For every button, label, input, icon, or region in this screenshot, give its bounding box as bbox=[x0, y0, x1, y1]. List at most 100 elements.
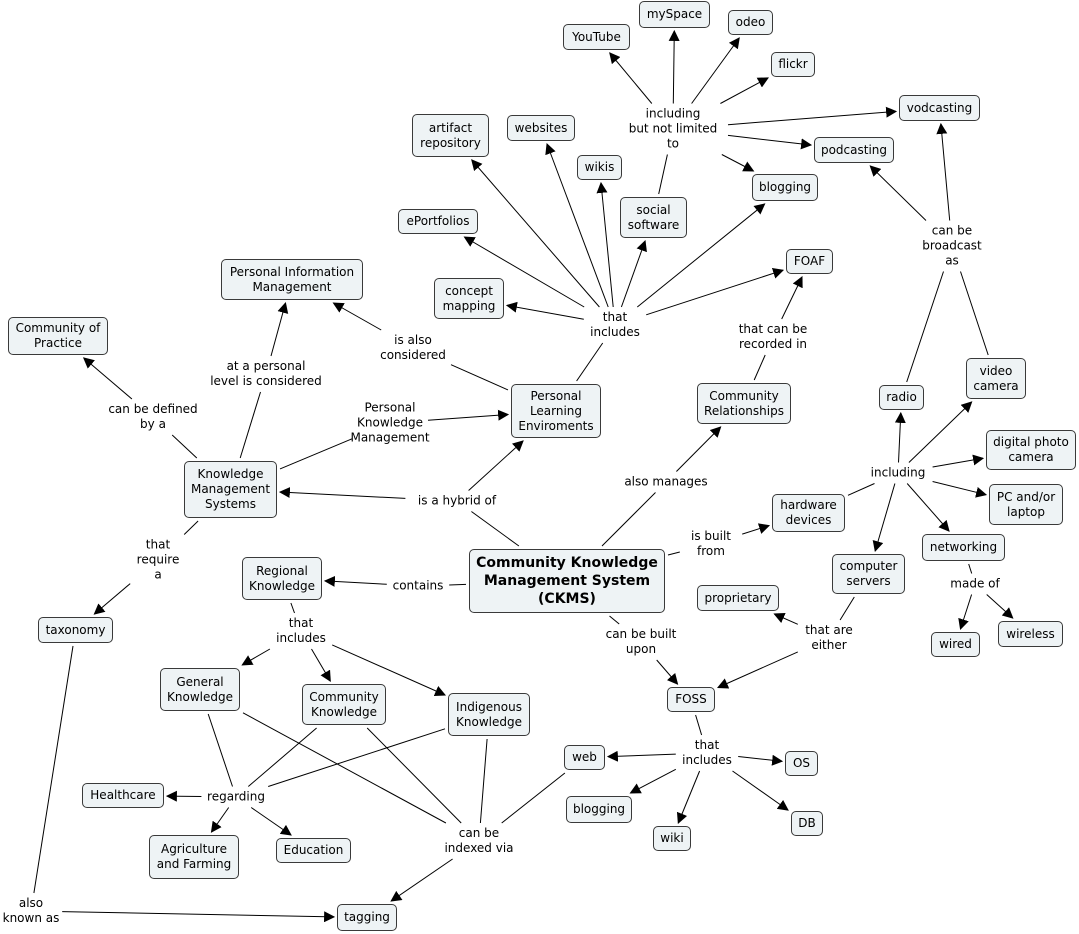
connector-l_builtupon-foss bbox=[656, 659, 679, 685]
concept-node-foaf: FOAF bbox=[786, 249, 833, 274]
concept-node-indigenous: Indigenous Knowledge bbox=[448, 693, 530, 736]
connector-l_ple_incl-eport bbox=[463, 236, 585, 308]
connector-l_regarding-agri bbox=[210, 807, 230, 833]
concept-node-wireless: wireless bbox=[998, 621, 1063, 647]
link-label-ple_incl: that includes bbox=[590, 310, 640, 339]
connector-l_hybrid-ple bbox=[468, 440, 524, 491]
connector-l_incl_nl-youtube bbox=[609, 52, 653, 104]
concept-node-artifact: artifact repository bbox=[412, 114, 489, 157]
connector-ple-l_ple_incl bbox=[576, 342, 604, 382]
connector-l_incl_nl-podcasting bbox=[727, 134, 813, 150]
connector-general-l_indexed bbox=[242, 712, 447, 824]
concept-node-tagging: tagging bbox=[337, 904, 397, 931]
connector-l_foss_incl-os bbox=[738, 754, 784, 766]
concept-node-blogging1: blogging bbox=[752, 174, 818, 201]
connector-l_pkm-ple bbox=[427, 409, 510, 421]
concept-node-vodcasting: vodcasting bbox=[899, 95, 980, 121]
connector-l_ple_incl-websites bbox=[545, 142, 609, 308]
connector-community-l_indexed bbox=[366, 727, 462, 824]
link-label-aka: also known as bbox=[2, 896, 60, 925]
link-label-reg_incl: that includes bbox=[276, 616, 326, 645]
connector-comrel-l_recorded bbox=[753, 354, 766, 381]
concept-node-blogging2: blogging bbox=[566, 796, 632, 823]
connector-l_ple_incl-blogging1 bbox=[636, 203, 766, 308]
connector-l_ple_incl-concept bbox=[505, 301, 584, 320]
connector-l_either-proprietary bbox=[773, 612, 799, 625]
concept-node-videocam: video camera bbox=[966, 358, 1026, 399]
connector-ckms-l_manages bbox=[601, 492, 656, 547]
connector-networking-l_madeof bbox=[968, 563, 973, 574]
connector-ckms-l_built bbox=[667, 551, 680, 556]
connector-l_recorded-foaf bbox=[781, 276, 803, 320]
connector-l_ple_incl-foaf bbox=[646, 268, 785, 316]
connector-l_foss_incl-db bbox=[732, 770, 789, 811]
connector-l_require-taxonomy bbox=[93, 583, 131, 615]
concept-node-networking: networking bbox=[922, 534, 1005, 561]
link-label-indexed: can be indexed via bbox=[444, 826, 514, 855]
connector-l_madeof-wired bbox=[958, 594, 973, 631]
connector-l_indexed-tagging bbox=[390, 858, 453, 902]
connector-l_foss_incl-blogging2 bbox=[629, 768, 677, 794]
connector-kms-l_require bbox=[183, 520, 199, 535]
connector-taxonomy-l_aka bbox=[33, 645, 74, 894]
link-label-foss_incl: that includes bbox=[682, 738, 732, 767]
connector-l_hw_incl-digicam bbox=[932, 454, 985, 468]
connector-l_regarding-education bbox=[250, 807, 292, 836]
connector-l_reg_incl-community bbox=[311, 648, 331, 682]
concept-node-wired: wired bbox=[931, 632, 980, 657]
connector-ckms-l_builtupon bbox=[609, 615, 620, 625]
concept-node-pim: Personal Information Management bbox=[221, 259, 363, 300]
concept-node-podcasting: podcasting bbox=[814, 137, 894, 163]
concept-node-websites: websites bbox=[507, 115, 575, 141]
connector-radio-l_broadcast bbox=[906, 271, 944, 383]
connector-l_either-foss bbox=[716, 651, 799, 689]
connector-l_hw_incl-videocam bbox=[908, 401, 973, 463]
link-label-pkm: Personal Knowledge Management bbox=[350, 400, 430, 445]
connector-l_incl_nl-flickr bbox=[720, 77, 769, 104]
connector-indigenous-l_indexed bbox=[479, 738, 488, 824]
connector-l_incl_nl-blogging1 bbox=[721, 154, 755, 172]
concept-node-digicam: digital photo camera bbox=[986, 430, 1076, 470]
connector-l_incl_nl-odeo bbox=[691, 37, 740, 104]
concept-node-myspace: mySpace bbox=[639, 1, 710, 28]
connector-l_ple_incl-wikis bbox=[596, 181, 614, 308]
connector-l_reg_incl-general bbox=[241, 648, 271, 666]
concept-node-wikis: wikis bbox=[577, 155, 622, 180]
connector-general-l_regarding bbox=[207, 713, 233, 787]
concept-node-proprietary: proprietary bbox=[697, 585, 779, 611]
concept-node-regional: Regional Knowledge bbox=[242, 557, 322, 600]
connector-community-l_regarding bbox=[247, 727, 317, 787]
connector-kms-l_defined bbox=[171, 434, 198, 459]
connector-l_hybrid-kms bbox=[278, 487, 406, 499]
concept-node-servers: computer servers bbox=[832, 554, 905, 594]
connector-l_foss_incl-wiki bbox=[676, 770, 701, 825]
connector-l_madeof-wireless bbox=[986, 594, 1014, 619]
concept-node-web: web bbox=[564, 745, 605, 770]
concept-node-ckms: Community Knowledge Management System (C… bbox=[469, 549, 665, 613]
concept-node-wiki: wiki bbox=[653, 826, 691, 851]
connector-l_hw_incl-radio bbox=[894, 411, 906, 463]
concept-node-flickr: flickr bbox=[771, 52, 815, 77]
link-label-personal: at a personal level is considered bbox=[210, 359, 322, 388]
link-label-hw_incl: including bbox=[870, 465, 926, 480]
concept-node-foss: FOSS bbox=[667, 687, 715, 712]
connector-kms-l_personal bbox=[239, 391, 261, 459]
concept-node-social: social software bbox=[620, 197, 687, 238]
connector-l_ple_incl-artifact bbox=[471, 159, 600, 308]
connector-l_broadcast-podcasting bbox=[869, 165, 927, 221]
connector-l_built-hw bbox=[742, 523, 771, 535]
link-label-also: is also considered bbox=[380, 333, 446, 362]
concept-node-concept: concept mapping bbox=[434, 278, 504, 319]
concept-node-ple: Personal Learning Enviroments bbox=[511, 384, 601, 438]
link-label-regarding: regarding bbox=[207, 789, 265, 804]
concept-node-agri: Agriculture and Farming bbox=[149, 835, 239, 879]
link-label-contains: contains bbox=[392, 578, 444, 593]
concept-node-taxonomy: taxonomy bbox=[38, 617, 113, 643]
concept-node-radio: radio bbox=[879, 385, 924, 410]
connector-l_manages-comrel bbox=[676, 426, 722, 472]
connector-l_reg_incl-indigenous bbox=[331, 644, 447, 697]
connector-l_contains-regional bbox=[323, 575, 387, 587]
concept-node-os: OS bbox=[785, 751, 818, 776]
connector-regional-l_reg_incl bbox=[290, 602, 295, 614]
